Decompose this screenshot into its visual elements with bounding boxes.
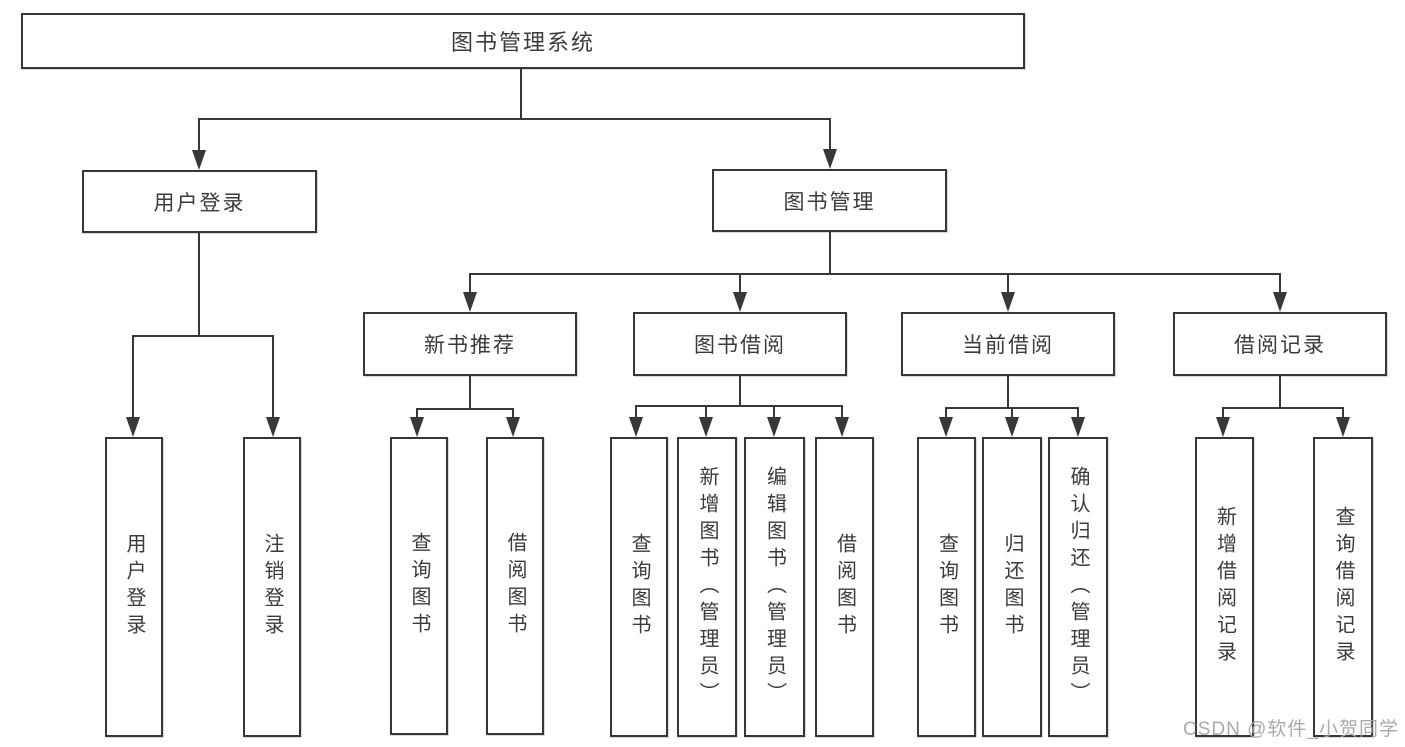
connector-line — [1222, 407, 1224, 420]
connector-line — [132, 335, 134, 419]
connector-line — [416, 408, 514, 410]
connector-line — [739, 376, 741, 405]
leaf-records-add-record: 新增借阅记录 — [1195, 437, 1254, 737]
node-new-book-recommend: 新书推荐 — [363, 312, 577, 376]
connector-line — [945, 407, 947, 420]
leaf-current-return-books: 归还图书 — [982, 437, 1042, 737]
connector-line — [635, 405, 637, 420]
connector-line — [841, 405, 843, 420]
node-label: 归还图书 — [1001, 533, 1023, 641]
arrowhead-down-icon — [1071, 417, 1085, 437]
arrowhead-down-icon — [1001, 292, 1015, 312]
node-label: 查询图书 — [935, 533, 958, 641]
leaf-records-query-record: 查询借阅记录 — [1313, 437, 1373, 737]
node-label: 用户登录 — [123, 533, 145, 641]
node-label: 图书管理系统 — [450, 30, 595, 55]
arrowhead-down-icon — [1216, 417, 1230, 437]
node-user-login: 用户登录 — [82, 170, 317, 233]
connector-line — [773, 405, 775, 420]
arrowhead-down-icon — [1005, 417, 1019, 437]
node-label: 查询图书 — [408, 532, 430, 640]
csdn-watermark: CSDN @软件_小贺同学 — [1183, 719, 1399, 740]
connector-line — [705, 405, 707, 420]
node-label: 当前借阅 — [962, 334, 1054, 357]
connector-line — [198, 233, 200, 335]
node-label: 查询图书 — [628, 533, 650, 641]
node-label: 借阅记录 — [1234, 334, 1326, 357]
node-label: 图书管理 — [783, 190, 876, 214]
connector-line — [1007, 376, 1009, 407]
arrowhead-down-icon — [463, 292, 477, 312]
leaf-newbook-query-books: 查询图书 — [390, 437, 448, 735]
node-label: 新增借阅记录 — [1213, 506, 1236, 668]
connector-line — [635, 405, 843, 407]
arrowhead-down-icon — [699, 417, 713, 437]
arrowhead-down-icon — [506, 417, 520, 437]
connector-line — [1222, 407, 1344, 409]
arrowhead-down-icon — [266, 417, 280, 437]
leaf-current-query-books: 查询图书 — [917, 437, 976, 737]
node-label: 借阅图书 — [833, 533, 856, 641]
leaf-borrow-query-books: 查询图书 — [610, 437, 668, 737]
connector-line — [1007, 273, 1009, 295]
connector-line — [469, 273, 1281, 275]
arrowhead-down-icon — [1336, 417, 1350, 437]
connector-line — [469, 273, 471, 295]
connector-line — [829, 232, 831, 273]
leaf-logout: 注销登录 — [243, 437, 301, 737]
node-label: 查询借阅记录 — [1332, 506, 1354, 668]
arrowhead-down-icon — [1273, 292, 1287, 312]
connector-line — [520, 69, 522, 119]
connector-line — [198, 118, 831, 120]
node-current-borrow: 当前借阅 — [901, 312, 1115, 376]
arrowhead-down-icon — [767, 417, 781, 437]
connector-line — [272, 335, 274, 419]
node-label: 编辑图书（管理员） — [763, 465, 786, 709]
connector-line — [512, 408, 514, 420]
leaf-current-confirm-return-admin: 确认归还（管理员） — [1048, 437, 1108, 737]
connector-line — [739, 273, 741, 295]
arrowhead-down-icon — [410, 417, 424, 437]
node-label: 用户登录 — [153, 191, 246, 215]
node-library-management-system: 图书管理系统 — [21, 13, 1025, 69]
node-label: 图书借阅 — [694, 334, 786, 357]
connector-line — [132, 335, 274, 337]
connector-line — [1279, 273, 1281, 295]
node-label: 确认归还（管理员） — [1067, 465, 1089, 709]
arrowhead-down-icon — [629, 417, 643, 437]
node-label: 新书推荐 — [424, 334, 516, 357]
arrowhead-down-icon — [733, 292, 747, 312]
arrowhead-down-icon — [823, 149, 837, 169]
connector-line — [829, 118, 831, 151]
node-book-management: 图书管理 — [712, 169, 947, 232]
arrowhead-down-icon — [192, 150, 206, 170]
connector-line — [198, 118, 200, 152]
leaf-borrow-edit-books-admin: 编辑图书（管理员） — [744, 437, 805, 737]
connector-line — [416, 408, 418, 420]
arrowhead-down-icon — [939, 417, 953, 437]
node-label: 新增图书（管理员） — [696, 465, 718, 709]
connector-line — [1279, 376, 1281, 407]
connector-line — [1077, 407, 1079, 420]
node-label: 借阅图书 — [504, 532, 526, 640]
connector-line — [1011, 407, 1013, 420]
node-book-borrow: 图书借阅 — [633, 312, 847, 376]
node-label: 注销登录 — [261, 533, 283, 641]
arrowhead-down-icon — [835, 417, 849, 437]
leaf-borrow-borrow-books: 借阅图书 — [815, 437, 874, 737]
node-borrow-records: 借阅记录 — [1173, 312, 1387, 376]
leaf-newbook-borrow-books: 借阅图书 — [486, 437, 544, 735]
leaf-borrow-add-books-admin: 新增图书（管理员） — [677, 437, 737, 737]
connector-line — [1342, 407, 1344, 420]
leaf-user-login: 用户登录 — [105, 437, 163, 737]
connector-line — [469, 376, 471, 408]
arrowhead-down-icon — [126, 417, 140, 437]
